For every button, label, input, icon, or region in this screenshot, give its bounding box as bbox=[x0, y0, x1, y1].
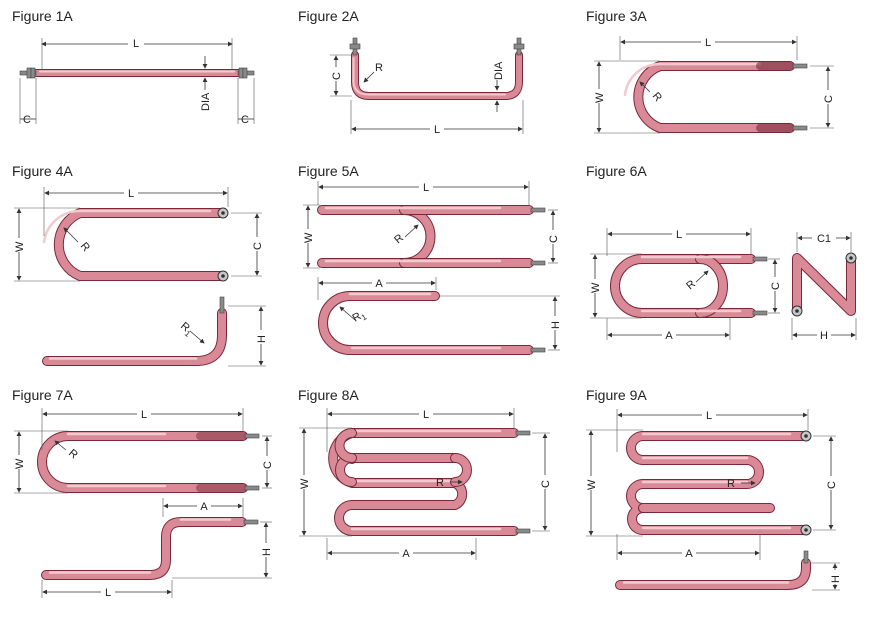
figure-4a-label-r: R bbox=[78, 240, 92, 254]
figure-7a-label-c: C bbox=[262, 461, 274, 469]
figure-2a-label-l: L bbox=[434, 124, 440, 136]
figure-4a-tube-upper bbox=[42, 208, 227, 281]
figure-5a-label-h: H bbox=[550, 321, 562, 329]
figure-1a-label-l: L bbox=[133, 38, 139, 50]
figure-2a-label-r: R bbox=[375, 62, 383, 74]
figure-5a-label-w: W bbox=[303, 232, 315, 243]
figure-2a-label-dia: DIA bbox=[493, 61, 505, 80]
figure-1a-tube bbox=[32, 69, 242, 77]
figure-7a-label-l: L bbox=[141, 409, 147, 421]
figure-5a-tube-upper bbox=[317, 205, 546, 268]
figure-5a-label-r: R bbox=[392, 232, 406, 246]
figure-7a-label-r: R bbox=[66, 447, 80, 461]
figure-1a-label-c-left: C bbox=[23, 114, 31, 126]
figure-5a-diagram: L W R C A R1 bbox=[301, 181, 562, 355]
figure-6a-side-view bbox=[791, 252, 857, 317]
figure-4a-label-h: H bbox=[256, 335, 268, 343]
figure-7a-title: Figure 7A bbox=[12, 387, 73, 403]
figure-4a-diagram: L W R C R1 H bbox=[12, 187, 268, 367]
figure-3a-tube bbox=[623, 61, 795, 133]
figure-4a-tube-lower bbox=[42, 296, 227, 366]
figure-1a-right-terminal bbox=[237, 67, 255, 79]
figure-5a-label-a: A bbox=[375, 278, 383, 290]
figure-9a-diagram: L W R C A H bbox=[584, 409, 842, 591]
figure-8a-label-r: R bbox=[436, 477, 444, 489]
figure-8a-label-a: A bbox=[402, 548, 410, 560]
figure-8a-tube bbox=[328, 428, 531, 536]
figure-1a-left-terminal bbox=[19, 67, 37, 79]
figure-6a-title: Figure 6A bbox=[586, 163, 647, 179]
figure-7a-diagram: L W R C A H bbox=[12, 408, 274, 599]
figure-7a-tube-lower bbox=[41, 517, 259, 580]
figure-7a-label-a: A bbox=[200, 501, 208, 513]
figure-2a-terminals bbox=[349, 37, 525, 56]
figure-7a-label-h: H bbox=[261, 548, 273, 556]
figure-9a-label-r: R bbox=[727, 478, 735, 490]
figure-6a-label-h: H bbox=[820, 330, 828, 342]
figure-2a-title: Figure 2A bbox=[298, 8, 359, 24]
figure-2a-tube bbox=[351, 51, 523, 100]
figure-6a-label-a: A bbox=[665, 330, 673, 342]
figure-9a-tube bbox=[626, 431, 811, 535]
figure-2a-label-c: C bbox=[331, 72, 343, 80]
figure-8a-label-w: W bbox=[299, 478, 311, 489]
figure-5a-label-c: C bbox=[548, 235, 560, 243]
figure-4a-title: Figure 4A bbox=[12, 163, 73, 179]
figure-9a-end-circles bbox=[800, 430, 812, 536]
figure-8a-label-c: C bbox=[540, 480, 552, 488]
figure-1a-label-dia: DIA bbox=[200, 92, 212, 111]
figure-9a-label-c: C bbox=[826, 481, 838, 489]
figure-5a-title: Figure 5A bbox=[298, 163, 359, 179]
figure-5a-label-l: L bbox=[423, 182, 429, 194]
figure-6a-label-c1: C1 bbox=[817, 233, 831, 245]
figure-4a-label-r1: R1 bbox=[177, 320, 196, 339]
figure-3a-label-w: W bbox=[594, 92, 606, 103]
figure-1a-title: Figure 1A bbox=[12, 8, 73, 24]
figure-4a-label-c: C bbox=[252, 242, 264, 250]
figure-9a-label-l: L bbox=[706, 410, 712, 422]
figure-9a-label-w: W bbox=[586, 479, 598, 490]
figure-7a-label-l-bottom: L bbox=[105, 587, 111, 599]
figure-6a-label-r: R bbox=[684, 278, 698, 292]
figure-8a-label-l: L bbox=[423, 409, 429, 421]
figure-8a-title: Figure 8A bbox=[298, 387, 359, 403]
figure-3a-title: Figure 3A bbox=[586, 8, 647, 24]
figure-6a-tube-loop bbox=[610, 254, 768, 318]
figure-3a-diagram: L W R C bbox=[592, 36, 835, 134]
figure-8a-diagram: L W R C A bbox=[297, 408, 552, 560]
figure-6a-label-w: W bbox=[590, 282, 602, 293]
figure-3a-label-r: R bbox=[650, 90, 664, 104]
figure-3a-label-c: C bbox=[823, 95, 835, 103]
figure-3a-terminals bbox=[792, 63, 808, 131]
figure-2a-diagram: C R DIA L bbox=[330, 37, 525, 136]
figure-3a-label-l: L bbox=[705, 37, 711, 49]
figure-7a-label-w: W bbox=[14, 458, 26, 469]
figure-4a-label-l: L bbox=[128, 188, 134, 200]
figure-4a-label-w: W bbox=[14, 241, 26, 252]
figure-5a-label-r1: R1 bbox=[351, 308, 369, 327]
figure-6a-label-l: L bbox=[676, 229, 682, 241]
figure-5a-tube-lower bbox=[318, 291, 546, 355]
figure-9a-title: Figure 9A bbox=[586, 387, 647, 403]
figure-9a-label-a: A bbox=[685, 548, 693, 560]
figure-6a-label-c: C bbox=[770, 282, 782, 290]
figure-4a-end-circles bbox=[217, 207, 229, 282]
figure-9a-label-h: H bbox=[830, 575, 842, 583]
figure-7a-tube-upper bbox=[37, 431, 260, 493]
figure-1a-diagram: L C C DIA bbox=[19, 37, 255, 126]
figure-8a-tube-middle bbox=[334, 428, 472, 487]
figure-6a-diagram: L W R C A C1 bbox=[588, 228, 857, 342]
figure-9a-tube-lower bbox=[615, 550, 811, 590]
figure-1a-label-c-right: C bbox=[241, 114, 249, 126]
